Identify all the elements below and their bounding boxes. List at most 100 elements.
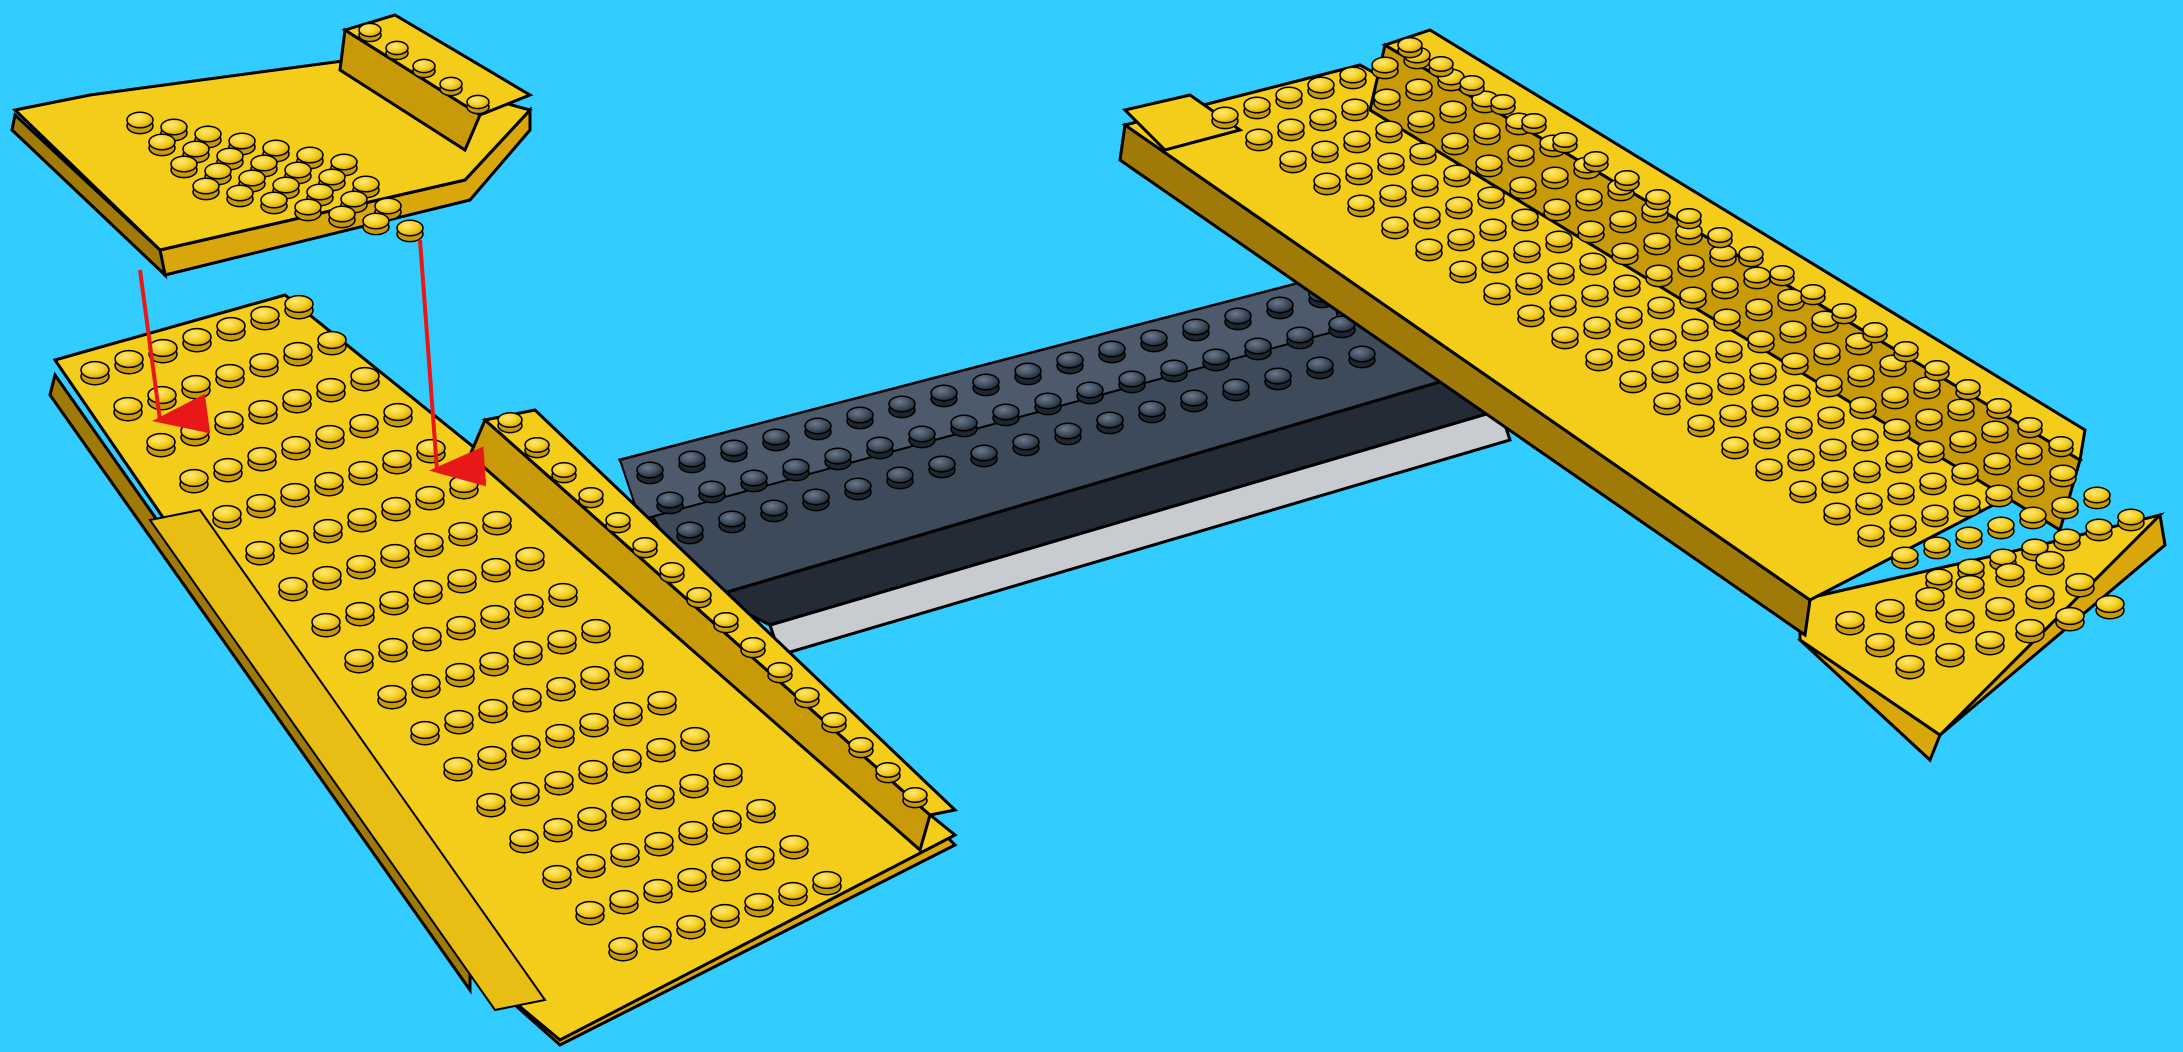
- stud-top: [1245, 338, 1271, 354]
- stud-top: [215, 412, 243, 429]
- stud-top: [2052, 497, 2078, 513]
- stud-top: [552, 463, 576, 477]
- stud-top: [1916, 588, 1944, 605]
- stud-top: [444, 758, 472, 775]
- stud-top: [1267, 297, 1293, 313]
- stud-top: [127, 112, 153, 128]
- stud-top: [1013, 434, 1039, 450]
- stud-top: [413, 628, 441, 645]
- stud-top: [1348, 195, 1374, 211]
- stud-top: [114, 398, 142, 415]
- stud-top: [280, 531, 308, 548]
- stud-top: [614, 703, 642, 720]
- stud-top: [2086, 519, 2112, 535]
- stud-top: [1712, 277, 1738, 293]
- stud-top: [1714, 309, 1740, 325]
- stud-top: [1780, 321, 1806, 337]
- stud-top: [612, 797, 640, 814]
- stud-top: [805, 418, 831, 434]
- stud-top: [2036, 552, 2064, 569]
- stud-top: [467, 95, 489, 108]
- stud-top: [414, 581, 442, 598]
- stud-top: [1990, 549, 2016, 565]
- stud-top: [677, 916, 705, 933]
- stud-top: [712, 858, 740, 875]
- stud-top: [795, 688, 819, 702]
- stud-top: [1750, 363, 1776, 379]
- stud-top: [1886, 451, 1912, 467]
- stud-top: [1476, 155, 1502, 171]
- stud-top: [1920, 473, 1946, 489]
- stud-top: [1582, 285, 1608, 301]
- stud-top: [375, 198, 401, 214]
- stud-top: [2066, 574, 2094, 591]
- stud-top: [929, 456, 955, 472]
- stud-top: [648, 692, 676, 709]
- stud-top: [606, 513, 630, 527]
- stud-top: [1680, 287, 1706, 303]
- stud-top: [660, 563, 684, 577]
- stud-top: [1615, 171, 1639, 185]
- stud-top: [479, 700, 507, 717]
- stud-top: [382, 498, 410, 515]
- stud-top: [1848, 365, 1874, 381]
- stud-top: [1460, 76, 1484, 90]
- stud-top: [314, 520, 342, 537]
- stud-top: [1620, 371, 1646, 387]
- stud-top: [1553, 133, 1577, 147]
- stud-top: [1752, 395, 1778, 411]
- stud-top: [284, 343, 312, 360]
- stud-top: [183, 141, 209, 157]
- stud-top: [1314, 173, 1340, 189]
- stud-top: [1832, 304, 1856, 318]
- stud-top: [1684, 351, 1710, 367]
- stud-top: [295, 199, 321, 215]
- stud-top: [1223, 379, 1249, 395]
- stud-top: [345, 650, 373, 667]
- stud-top: [1484, 283, 1510, 299]
- stud-top: [447, 617, 475, 634]
- stud-top: [1516, 273, 1542, 289]
- stud-top: [711, 905, 739, 922]
- stud-top: [1986, 598, 2014, 615]
- stud-top: [478, 747, 506, 764]
- stud-top: [1349, 346, 1375, 362]
- stud-top: [481, 606, 509, 623]
- stud-top: [514, 642, 542, 659]
- stud-top: [1161, 360, 1187, 376]
- stud-top: [645, 833, 673, 850]
- stud-top: [1956, 527, 1982, 543]
- stud-top: [1015, 363, 1041, 379]
- stud-top: [699, 481, 725, 497]
- stud-top: [1866, 634, 1894, 651]
- stud-top: [318, 332, 346, 349]
- stud-top: [363, 213, 389, 229]
- stud-top: [761, 500, 787, 516]
- stud-top: [217, 148, 243, 164]
- stud-top: [331, 154, 357, 170]
- stud-top: [2020, 507, 2046, 523]
- stud-top: [679, 451, 705, 467]
- stud-top: [1181, 390, 1207, 406]
- stud-top: [1852, 429, 1878, 445]
- stud-top: [1380, 185, 1406, 201]
- stud-top: [1770, 266, 1794, 280]
- stud-top: [2018, 475, 2044, 491]
- stud-top: [1097, 412, 1123, 428]
- stud-top: [1482, 251, 1508, 267]
- stud-top: [1586, 349, 1612, 365]
- stud-top: [381, 545, 409, 562]
- stud-top: [1854, 461, 1880, 477]
- stud-top: [161, 119, 187, 135]
- stud-top: [1677, 209, 1701, 223]
- stud-top: [498, 413, 522, 427]
- stud-top: [887, 467, 913, 483]
- stud-top: [1984, 453, 2010, 469]
- stud-top: [483, 512, 511, 529]
- stud-top: [1612, 243, 1638, 259]
- stud-top: [1141, 330, 1167, 346]
- stud-top: [1246, 129, 1272, 145]
- stud-top: [1850, 397, 1876, 413]
- stud-top: [1856, 493, 1882, 509]
- stud-top: [115, 351, 143, 368]
